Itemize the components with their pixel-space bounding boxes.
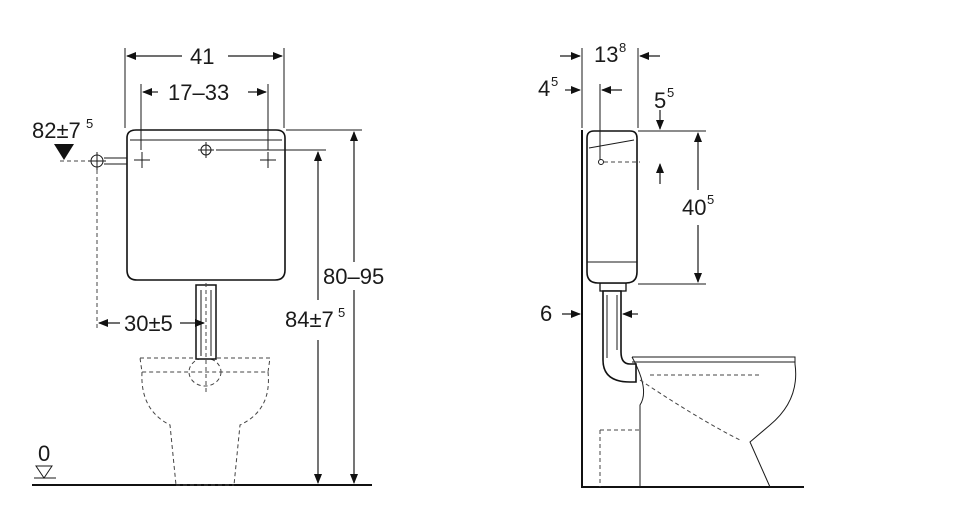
cistern-front	[126, 129, 286, 281]
inlet-height-label: 82±7	[32, 118, 81, 143]
wall-gap-label: 4	[538, 76, 550, 101]
side-view	[560, 48, 804, 488]
floor-level-icon	[35, 465, 53, 479]
depth-sup: 8	[619, 40, 626, 55]
top-offset-sup: 5	[667, 85, 674, 100]
width-label: 41	[190, 44, 214, 69]
floor-level-label: 0	[38, 441, 50, 466]
install-height-label: 84±7	[285, 307, 334, 332]
tank-height-label: 80–95	[323, 264, 384, 289]
pipe-gap-label: 6	[540, 301, 552, 326]
water-inlet	[60, 152, 127, 330]
cistern-side	[586, 130, 640, 284]
toilet-bowl-front	[139, 357, 271, 486]
flush-pipe-side	[599, 282, 637, 383]
top-offset-label: 5	[654, 88, 666, 113]
tank-body-sup: 5	[707, 192, 714, 207]
install-height-sup: 5	[338, 305, 345, 320]
wall-gap-sup: 5	[551, 74, 558, 89]
inlet-height-sup: 5	[86, 116, 93, 131]
valve-spacing-label: 17–33	[168, 80, 229, 105]
toilet-bowl-side	[599, 356, 797, 488]
pipe-offset-label: 30±5	[124, 311, 173, 336]
inlet-level-icon	[54, 144, 74, 160]
tank-body-label: 40	[682, 195, 706, 220]
front-view	[32, 48, 372, 486]
depth-label: 13	[594, 42, 618, 67]
